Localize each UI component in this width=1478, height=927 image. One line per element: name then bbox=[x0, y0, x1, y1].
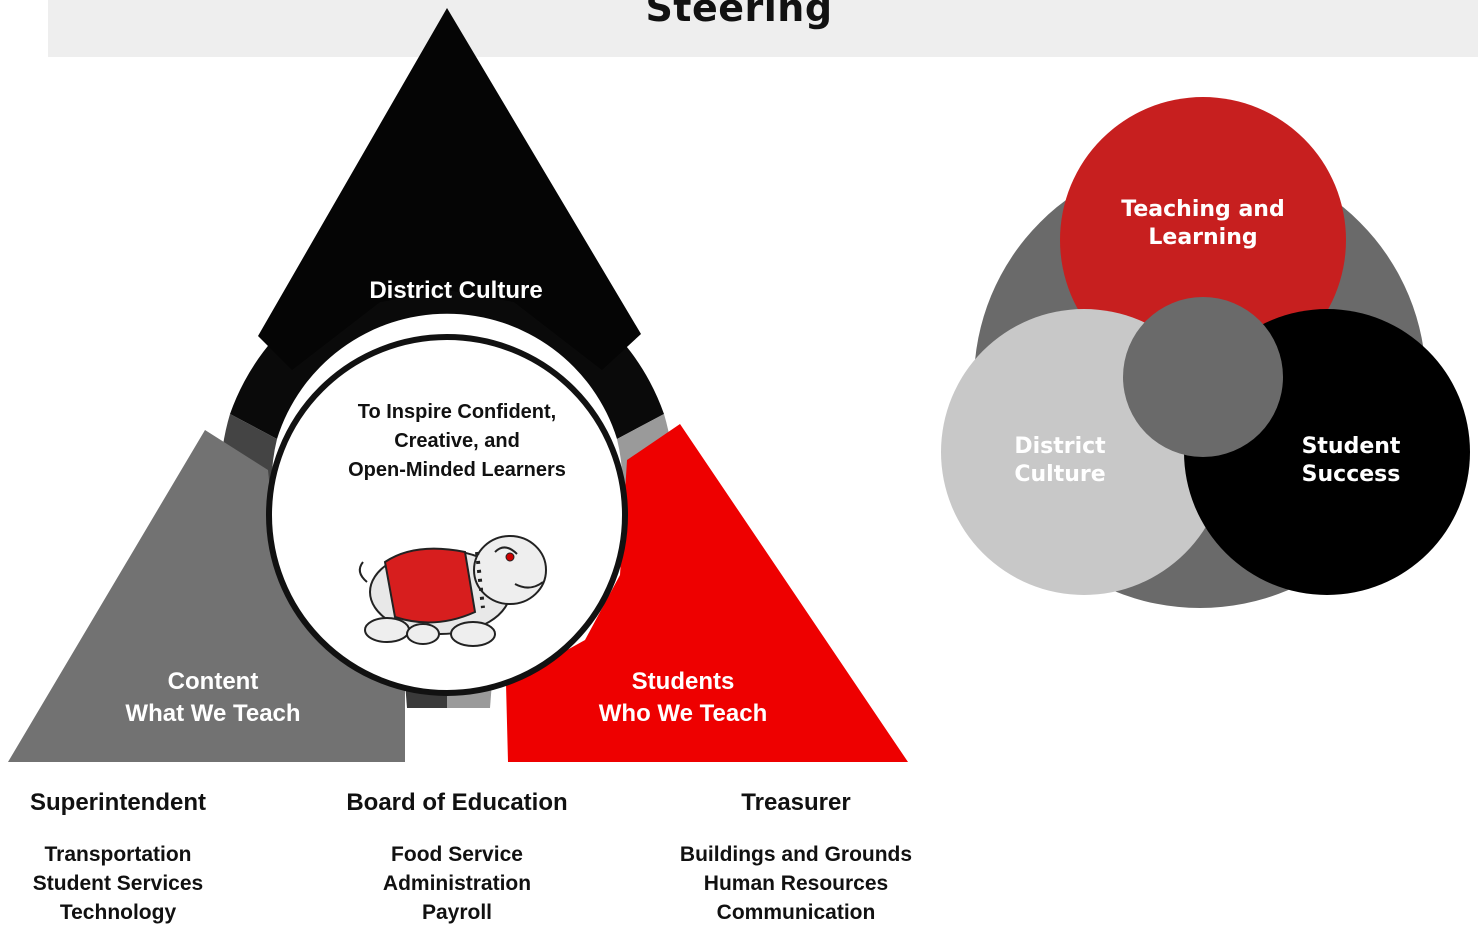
venn-teaching-line-1: Teaching and bbox=[1121, 197, 1285, 222]
mission-line-2: Creative, and bbox=[394, 430, 520, 452]
venn-district-label: District Culture bbox=[980, 433, 1140, 489]
venn-success-label: Student Success bbox=[1271, 433, 1431, 489]
venn-teaching-label: Teaching and Learning bbox=[1083, 196, 1323, 252]
venn-success-line-1: Student bbox=[1301, 434, 1401, 459]
role-superintendent: Superintendent Transportation Student Se… bbox=[0, 789, 236, 927]
role-item: Human Resources bbox=[703, 872, 889, 895]
page-title: Steering bbox=[645, 0, 833, 30]
role-title: Superintendent bbox=[29, 789, 206, 816]
content-label-line-1: Content bbox=[167, 668, 259, 695]
role-board-of-education: Board of Education Food Service Administ… bbox=[317, 789, 597, 927]
role-title: Treasurer bbox=[741, 789, 851, 816]
students-label: Students Who We Teach bbox=[563, 666, 803, 730]
venn-teaching-line-2: Learning bbox=[1148, 225, 1258, 250]
content-label-line-2: What We Teach bbox=[125, 700, 301, 727]
role-item: Transportation bbox=[44, 843, 192, 866]
students-label-line-1: Students bbox=[631, 668, 735, 695]
venn-district-line-2: Culture bbox=[1014, 462, 1106, 487]
role-item: Technology bbox=[59, 901, 177, 924]
role-item: Food Service bbox=[391, 843, 523, 866]
venn-teaching-circle bbox=[1060, 97, 1346, 383]
venn-center-circle bbox=[1123, 297, 1283, 457]
role-item: Communication bbox=[716, 901, 876, 924]
role-item: Payroll bbox=[421, 901, 493, 924]
role-item: Student Services bbox=[32, 872, 204, 895]
district-culture-label: District Culture bbox=[346, 275, 566, 307]
venn-success-line-2: Success bbox=[1301, 462, 1401, 487]
mission-line-3: Open-Minded Learners bbox=[348, 459, 566, 481]
students-label-line-2: Who We Teach bbox=[598, 700, 768, 727]
mission-circle bbox=[266, 334, 628, 696]
header-banner bbox=[48, 0, 1478, 57]
role-item: Administration bbox=[382, 872, 532, 895]
content-label: Content What We Teach bbox=[93, 666, 333, 730]
district-culture-triangle bbox=[258, 8, 641, 370]
role-item: Buildings and Grounds bbox=[679, 843, 913, 866]
bulldog-mascot-icon bbox=[358, 535, 547, 647]
role-treasurer: Treasurer Buildings and Grounds Human Re… bbox=[646, 789, 946, 927]
venn-district-line-1: District bbox=[1014, 434, 1106, 459]
mission-line-1: To Inspire Confident, bbox=[357, 401, 557, 423]
content-triangle bbox=[8, 430, 405, 762]
district-culture-text: District Culture bbox=[369, 277, 543, 304]
role-title: Board of Education bbox=[346, 789, 568, 816]
students-triangle bbox=[506, 424, 908, 762]
mission-statement: To Inspire Confident, Creative, and Open… bbox=[307, 398, 607, 485]
